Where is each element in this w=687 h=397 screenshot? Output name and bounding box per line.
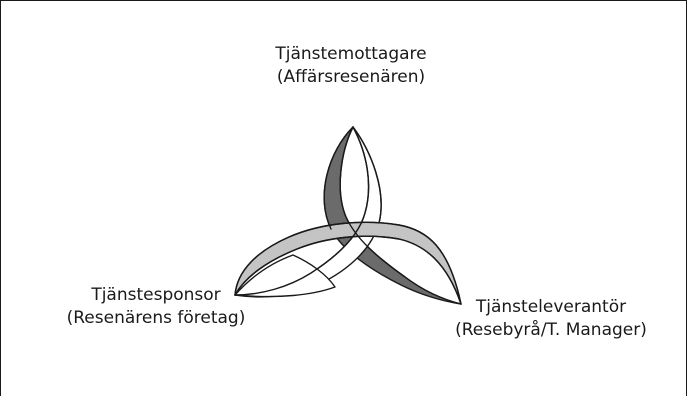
knot-band-white-lower bbox=[234, 254, 336, 298]
node-service-sponsor-title: Tjänstesponsor bbox=[91, 285, 221, 305]
node-service-recipient: Tjänstemottagare (Affärsresenären) bbox=[211, 43, 491, 89]
node-service-recipient-subtitle: (Affärsresenären) bbox=[276, 67, 426, 87]
node-service-recipient-title: Tjänstemottagare bbox=[275, 44, 427, 64]
node-service-provider: Tjänsteleverantör (Resebyrå/T. Manager) bbox=[416, 296, 686, 342]
node-service-provider-title: Tjänsteleverantör bbox=[475, 297, 627, 317]
node-service-sponsor: Tjänstesponsor (Resenärens företag) bbox=[31, 284, 281, 330]
node-service-sponsor-subtitle: (Resenärens företag) bbox=[66, 308, 246, 328]
node-service-provider-subtitle: (Resebyrå/T. Manager) bbox=[455, 320, 647, 340]
